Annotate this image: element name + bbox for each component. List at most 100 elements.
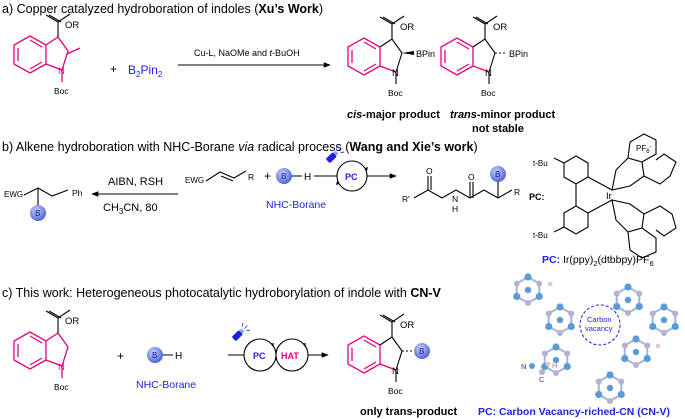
carbon-vacancy-marker — [579, 304, 621, 346]
carbon-atom — [625, 310, 631, 316]
nitrogen-atom — [552, 356, 560, 364]
section-b-header: b) Alkene hydroboration with NHC-Borane … — [2, 140, 478, 154]
boc-label-cis: Boc — [388, 88, 403, 98]
legend-n: N — [521, 362, 526, 371]
nitrogen-atom — [643, 354, 651, 363]
only-trans-caption: only trans-product — [360, 406, 458, 418]
nitrogen-atom — [660, 316, 668, 324]
nitrogen-atom — [671, 322, 679, 331]
not-stable-caption: not stable — [472, 123, 524, 135]
boron-sphere-icon — [276, 168, 292, 184]
cis-product — [347, 15, 414, 84]
carbon-atom — [557, 330, 563, 336]
indole-n-cis: N — [392, 68, 399, 79]
plus-a: + — [110, 62, 117, 76]
carbon-atom — [545, 310, 552, 317]
pc-label-cycle-b: PC — [345, 172, 358, 182]
section-a-header: a) Copper catalyzed hydroboration of ind… — [2, 2, 323, 16]
nitrogen-atom — [595, 390, 603, 399]
nitrogen-atom — [635, 302, 643, 311]
ir-complex-structure — [553, 133, 677, 259]
ester-label-c: OR — [65, 316, 79, 327]
hat-label-cycle-c: HAT — [281, 351, 299, 361]
indole-n-a: N — [58, 66, 65, 77]
cnv-caption: PC: Carbon Vacancy-riched-CN (CN-V) — [478, 406, 670, 418]
carbon-vacancy-label-2: vacancy — [585, 324, 613, 333]
hydrogen-atom — [655, 343, 661, 349]
oxygen-label-1: O — [426, 166, 433, 176]
nitrogen-atom — [545, 322, 553, 331]
indole-substrate-a — [13, 13, 81, 83]
boron-sphere-icon — [30, 205, 46, 221]
aibn-conditions: AIBN, RSH — [108, 176, 163, 188]
nitrogen-atom — [563, 362, 571, 371]
bpin-label-trans: BPin — [509, 49, 528, 59]
indole-n-c: N — [58, 362, 65, 373]
imide-product — [413, 176, 513, 199]
nh-label: N — [452, 194, 458, 204]
nitrogen-atom — [524, 286, 532, 294]
dual-catalytic-cycle — [228, 338, 329, 372]
carbon-atom — [541, 350, 548, 357]
nitrogen-atom — [624, 296, 632, 304]
boron-sphere-icon — [414, 343, 430, 359]
carbon-atom — [636, 290, 643, 297]
r-prime-label: R' — [402, 194, 410, 204]
carbon-atom — [595, 378, 602, 385]
nitrogen-atom — [524, 273, 532, 281]
solvent-conditions: CH3CN, 80 — [103, 202, 158, 216]
carbon-atom — [613, 290, 620, 297]
carbon-atom — [649, 310, 656, 317]
carbon-atom — [568, 310, 575, 317]
carbon-atom — [644, 342, 651, 349]
boron-label-left: B — [35, 209, 40, 218]
tbu-label-top: t-Bu — [533, 159, 548, 168]
boron-label-c: B — [152, 351, 157, 360]
boron-label-b: B — [281, 172, 286, 181]
nitrogen-atom — [613, 302, 621, 311]
hydrogen-label-c: H — [175, 351, 182, 362]
indole-substrate-c — [13, 309, 71, 379]
carbon-atom — [661, 330, 667, 336]
carbon-atom — [513, 280, 520, 287]
carbon-atom — [564, 350, 571, 357]
ester-label-a: OR — [65, 20, 79, 31]
nitrogen-atom — [567, 322, 575, 331]
legend-c: C — [539, 375, 545, 384]
r-label-alkene: R — [248, 172, 254, 182]
boron-sphere-icon — [147, 347, 163, 363]
ir-catalyst-caption: PC: Ir(ppy)2(dtbbpy)PF6 — [542, 254, 654, 268]
boc-label-c: Boc — [54, 382, 69, 392]
nitrogen-atom — [513, 292, 521, 301]
nitrogen-atom — [606, 371, 614, 379]
nitrogen-atom — [606, 384, 614, 392]
nitrogen-atom — [660, 303, 668, 311]
carbon-atom — [607, 398, 613, 404]
nitrogen-atom — [617, 390, 625, 399]
alkyl-chain-left — [23, 187, 69, 197]
nitrogen-atom — [535, 292, 543, 301]
b2pin2-reagent: B2Pin2 — [128, 63, 163, 79]
trans-minor-caption: trans-minor product — [450, 109, 555, 121]
ewg-label-alkene: EWG — [185, 176, 204, 185]
nhc-borane-label-c: NHC-Borane — [136, 379, 196, 391]
plus-c: + — [117, 349, 124, 363]
boc-label-trans: Boc — [481, 88, 496, 98]
boc-label-product-c: Boc — [388, 386, 403, 396]
nitrogen-atom — [624, 283, 632, 291]
nitrogen-atom — [649, 322, 657, 331]
nitrogen-atom — [556, 316, 564, 324]
boron-label-product: B — [495, 170, 500, 179]
pc-colon-label: PC: — [529, 192, 545, 202]
nh-h-label: H — [452, 204, 458, 214]
conditions-a: Cu-L, NaOMe and t-BuOH — [194, 48, 300, 58]
trans-product-c — [347, 313, 414, 382]
indole-n-product-c: N — [392, 366, 399, 377]
cis-major-caption: cis-major product — [347, 109, 440, 121]
carbon-atom — [621, 342, 628, 349]
ester-label-product-c: OR — [400, 320, 414, 331]
cnv-lattice-illustration — [513, 273, 679, 404]
section-c-header: c) This work: Heterogeneous photocatalyt… — [2, 286, 442, 300]
carbon-atom — [672, 310, 679, 317]
light-source-icon — [326, 144, 345, 163]
